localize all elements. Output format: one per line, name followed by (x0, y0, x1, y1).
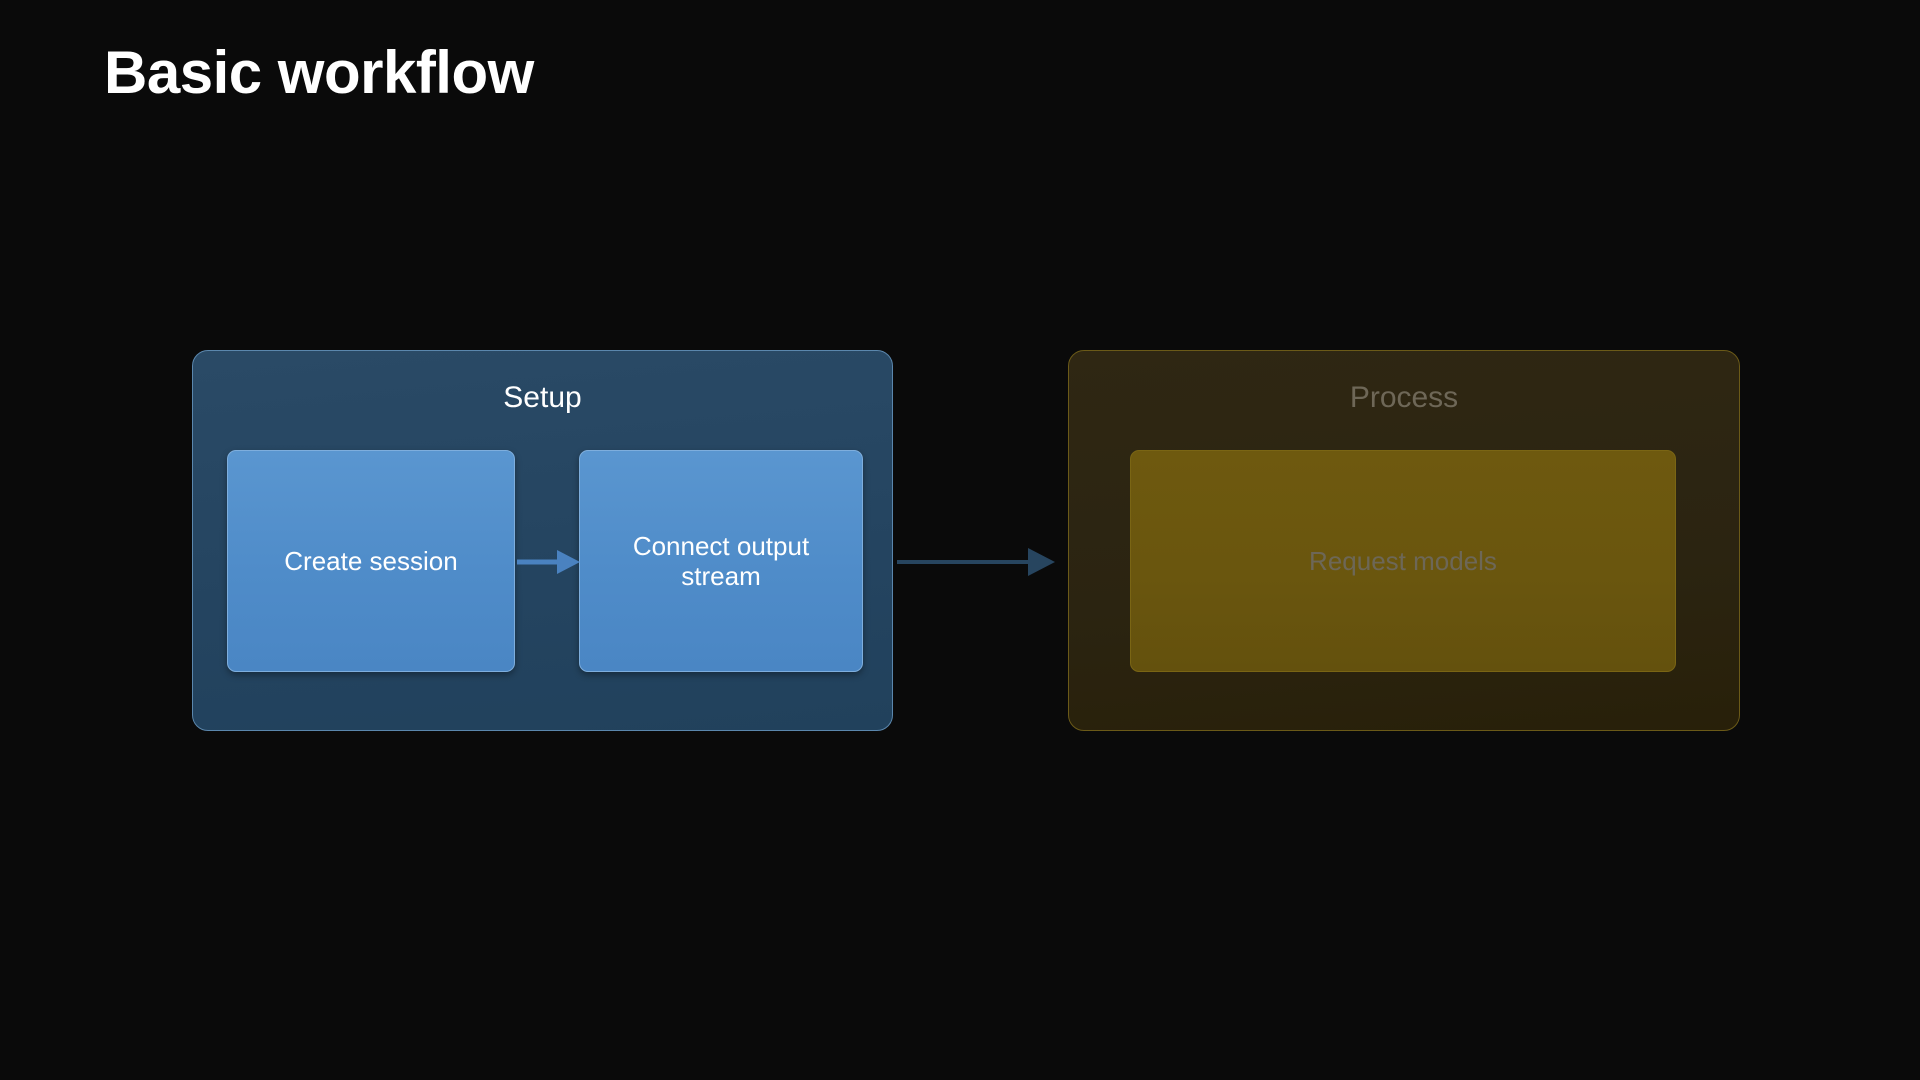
node-request-models-label: Request models (1309, 545, 1497, 576)
page-title: Basic workflow (104, 39, 534, 106)
node-connect-output-stream[interactable]: Connect output stream (579, 450, 863, 672)
arrowhead-icon (1028, 548, 1055, 576)
node-create-session[interactable]: Create session (227, 450, 515, 672)
group-setup-label: Setup (503, 381, 582, 414)
group-process-label: Process (1349, 381, 1459, 414)
node-create-session-label: Create session (284, 545, 458, 576)
edge-setup-to-process (897, 548, 1055, 576)
node-connect-output-stream-label: Connect output stream (632, 530, 810, 591)
node-request-models[interactable]: Request models (1130, 450, 1676, 672)
